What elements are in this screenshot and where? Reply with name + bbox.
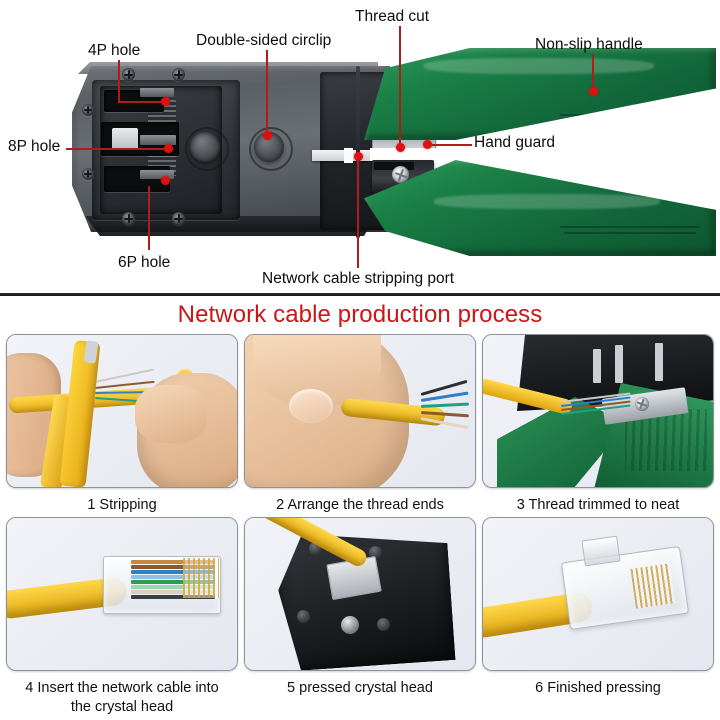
handle-lower-grip-2: [564, 232, 696, 234]
process-step-4: 4 Insert the network cable into the crys…: [6, 517, 238, 717]
screw-low-left: [82, 168, 94, 180]
inner-wires: [420, 379, 475, 430]
screw-top-right: [172, 68, 185, 81]
photo-insert-cable: [6, 517, 238, 671]
rj45-crimping-tool-illustration: [0, 0, 720, 292]
dot-8p-hole: [164, 144, 173, 153]
screw-top-left: [122, 68, 135, 81]
caption-step-3: 3 Thread trimmed to neat: [516, 497, 680, 513]
photo-finished-pressing: [482, 517, 714, 671]
photo-arrange-threads: [244, 334, 476, 488]
screw-br: [377, 618, 390, 631]
blade-screw-lower: [392, 166, 409, 183]
handle-upper-grip: [560, 114, 692, 116]
crimper-black-body: [274, 524, 455, 671]
leader-thread-cut-vertical: [399, 26, 401, 146]
screw-bl: [297, 610, 310, 623]
die-slot-b: [615, 345, 623, 383]
caption-step-6: 6 Finished pressing: [535, 680, 661, 696]
leader-hand-guard-horizontal: [430, 144, 472, 146]
dot-double-sided-circlip: [263, 131, 272, 140]
photo-pressed-crystal-head: [244, 517, 476, 671]
process-step-3: 3 Thread trimmed to neat: [482, 334, 714, 515]
dot-non-slip-handle: [589, 87, 598, 96]
leader-handle-vertical: [592, 54, 594, 90]
leader-4p-horizontal: [118, 101, 164, 103]
caption-step-5: 5 pressed crystal head: [287, 680, 433, 696]
process-step-1: 1 Stripping: [6, 334, 238, 515]
process-step-5: 5 pressed crystal head: [244, 517, 476, 717]
caption-step-1: 1 Stripping: [87, 497, 157, 513]
retaining-clip: [581, 535, 621, 567]
photo-stripping: [6, 334, 238, 488]
screw-mid-left: [82, 104, 94, 116]
hand-fingers: [135, 385, 207, 443]
slot-lip-6p: [140, 170, 174, 179]
caption-step-2: 2 Arrange the thread ends: [276, 497, 444, 513]
process-step-6: 6 Finished pressing: [482, 517, 714, 717]
process-title: Network cable production process: [177, 301, 543, 328]
pivot-boss-inner-ring: [185, 127, 229, 171]
process-section: Network cable production process: [0, 296, 720, 720]
gold-pins: [630, 563, 676, 609]
handle-upper: [364, 48, 716, 140]
inner-wires: [131, 560, 217, 608]
screw-tr: [369, 546, 382, 559]
label-non-slip-handle: Non-slip handle: [535, 36, 643, 53]
double-sided-circlip-ring: [249, 127, 293, 171]
dot-thread-cut: [396, 143, 405, 152]
handle-lower-grip: [560, 226, 700, 228]
center-screw: [341, 616, 359, 634]
gold-pins: [183, 558, 219, 598]
stripping-port-notch: [344, 148, 353, 163]
dot-stripping-port: [354, 152, 363, 161]
blade-screw: [635, 397, 649, 411]
handle-lower-highlight: [434, 194, 660, 209]
label-4p-hole: 4P hole: [88, 42, 141, 59]
die-white-plug: [112, 128, 138, 150]
label-thread-cut: Thread cut: [355, 8, 430, 25]
caption-step-4-line2: the crystal head: [70, 699, 174, 715]
dot-4p-hole: [161, 97, 170, 106]
screw-bottom-right: [172, 212, 185, 225]
thread-cut-lower-plate: [374, 162, 414, 170]
die-slot-c: [655, 343, 663, 381]
leader-stripping-port-vertical: [357, 160, 359, 268]
dot-6p-hole: [161, 176, 170, 185]
die-slot-a: [593, 349, 601, 383]
process-grid: 1 Stripping: [0, 330, 720, 717]
leader-4p-vertical: [118, 60, 120, 103]
caption-step-4-line1: 4 Insert the network cable into: [25, 680, 219, 696]
label-double-sided-circlip: Double-sided circlip: [196, 32, 332, 49]
leader-8p-horizontal: [66, 148, 168, 150]
label-hand-guard: Hand guard: [474, 134, 556, 151]
leader-circlip-vertical: [266, 50, 268, 134]
trimmed-wires: [560, 392, 635, 419]
tool-diagram: 4P hole Double-sided circlip Thread cut …: [0, 0, 720, 292]
label-6p-hole: 6P hole: [118, 254, 171, 271]
slot-lip-8p: [140, 135, 176, 145]
photo-thread-trimmed: [482, 334, 714, 488]
label-stripping-port: Network cable stripping port: [262, 270, 455, 287]
caption-step-4: 4 Insert the network cable into the crys…: [6, 679, 238, 717]
screw-bottom-left: [122, 212, 135, 225]
tool-head-shadow: [85, 216, 376, 236]
slot-lip-4p: [140, 88, 174, 97]
process-step-2: 2 Arrange the thread ends: [244, 334, 476, 515]
leader-6p-vertical: [148, 186, 150, 250]
section-divider: [0, 293, 720, 296]
fingernail: [289, 389, 333, 423]
thread-cut-gap: [370, 148, 442, 161]
label-8p-hole: 8P hole: [8, 138, 61, 155]
handle-upper-highlight: [424, 58, 654, 74]
dot-hand-guard: [423, 140, 432, 149]
